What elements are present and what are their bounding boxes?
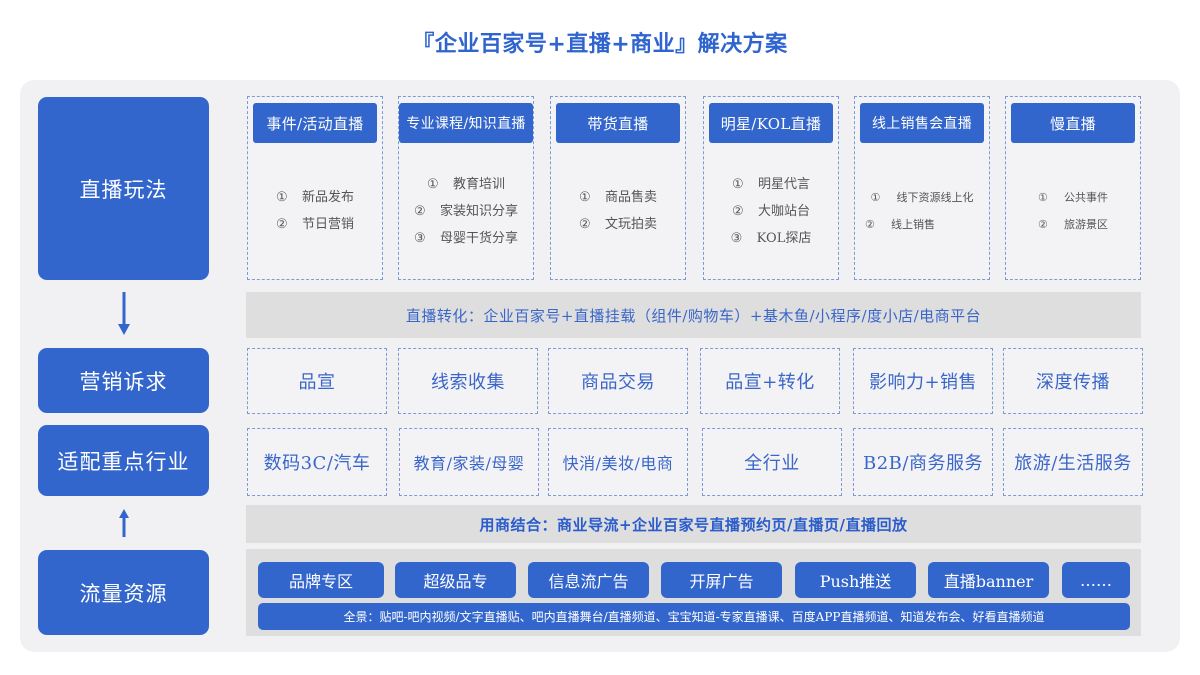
traffic-more: …… xyxy=(1062,562,1130,598)
traffic-brand-zone: 品牌专区 xyxy=(258,562,384,598)
traffic-feed-ads: 信息流广告 xyxy=(528,562,649,598)
live-type-title: 慢直播 xyxy=(1011,103,1135,143)
live-type-title: 带货直播 xyxy=(556,103,680,143)
industry-box: 数码3C/汽车 xyxy=(247,428,387,496)
traffic-area: 品牌专区 超级品专 信息流广告 开屏广告 Push推送 直播banner …… … xyxy=(246,549,1141,636)
marketing-need-box: 深度传播 xyxy=(1003,348,1143,414)
marketing-need-box: 线索收集 xyxy=(398,348,538,414)
label-industries: 适配重点行业 xyxy=(38,425,209,496)
industry-box: 教育/家装/母婴 xyxy=(399,428,539,496)
label-traffic: 流量资源 xyxy=(38,550,209,635)
combination-bar: 用商结合：商业导流+企业百家号直播预约页/直播页/直播回放 xyxy=(246,505,1141,543)
traffic-push: Push推送 xyxy=(795,562,916,598)
industry-box: 旅游/生活服务 xyxy=(1003,428,1143,496)
page-title: 『企业百家号+直播+商业』解决方案 xyxy=(412,32,788,57)
industry-box: 快消/美妆/电商 xyxy=(548,428,688,496)
traffic-full-scene: 全景：贴吧-吧内视频/文字直播贴、吧内直播舞台/直播频道、宝宝知道-专家直播课、… xyxy=(258,603,1130,630)
marketing-need-box: 品宣 xyxy=(247,348,387,414)
live-type-title: 明星/KOL直播 xyxy=(709,103,833,143)
traffic-splash-ads: 开屏广告 xyxy=(661,562,782,598)
marketing-need-box: 影响力+销售 xyxy=(853,348,993,414)
arrow-down-icon xyxy=(116,292,132,336)
traffic-live-banner: 直播banner xyxy=(928,562,1049,598)
industry-box: B2B/商务服务 xyxy=(853,428,993,496)
conversion-bar: 直播转化：企业百家号+直播挂载（组件/购物车）+基木鱼/小程序/度小店/电商平台 xyxy=(246,292,1141,338)
industry-box: 全行业 xyxy=(702,428,842,496)
marketing-need-box: 商品交易 xyxy=(548,348,688,414)
label-marketing: 营销诉求 xyxy=(38,348,209,413)
live-type-title: 线上销售会直播 xyxy=(860,103,984,143)
arrow-up-icon xyxy=(116,508,132,538)
marketing-need-box: 品宣+转化 xyxy=(700,348,840,414)
live-type-title: 事件/活动直播 xyxy=(253,103,377,143)
label-live-play: 直播玩法 xyxy=(38,97,209,280)
live-type-title: 专业课程/知识直播 xyxy=(399,103,533,143)
traffic-super-brand: 超级品专 xyxy=(395,562,516,598)
